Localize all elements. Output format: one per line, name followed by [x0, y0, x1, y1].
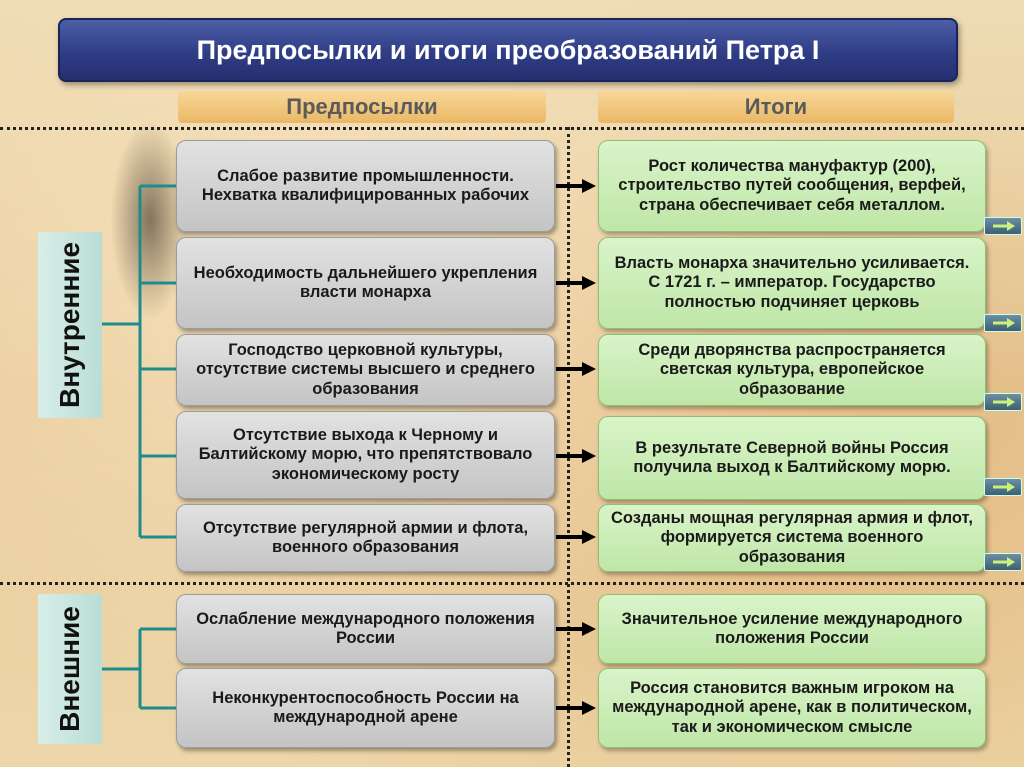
arrow-right-icon	[556, 362, 596, 376]
prerequisite-box: Слабое развитие промышленности. Нехватка…	[176, 140, 555, 232]
prerequisite-box: Неконкурентоспособность России на междун…	[176, 668, 555, 748]
nav-arrow-icon[interactable]	[984, 478, 1022, 496]
group-label-external: Внешние	[38, 594, 102, 744]
nav-arrow-icon[interactable]	[984, 553, 1022, 571]
arrow-right-icon	[556, 530, 596, 544]
nav-arrow-icon[interactable]	[984, 217, 1022, 235]
result-box: Россия становится важным игроком на межд…	[598, 668, 986, 748]
arrow-right-icon	[556, 276, 596, 290]
nav-arrow-icon[interactable]	[984, 393, 1022, 411]
prerequisite-box: Ослабление международного положения Росс…	[176, 594, 555, 664]
prerequisite-box: Необходимость дальнейшего укрепления вла…	[176, 237, 555, 329]
prerequisite-box: Господство церковной культуры, отсутстви…	[176, 334, 555, 406]
arrow-right-icon	[556, 179, 596, 193]
prerequisite-box: Отсутствие регулярной армии и флота, вое…	[176, 504, 555, 572]
top-divider	[0, 127, 1024, 130]
nav-arrow-icon[interactable]	[984, 314, 1022, 332]
arrow-right-icon	[556, 701, 596, 715]
prerequisite-box: Отсутствие выхода к Черному и Балтийском…	[176, 411, 555, 499]
result-box: Значительное усиление международного пол…	[598, 594, 986, 664]
group-label-internal-text: Внутренние	[54, 241, 86, 409]
arrow-right-icon	[556, 622, 596, 636]
result-box: Рост количества мануфактур (200), строит…	[598, 140, 986, 232]
group-label-internal: Внутренние	[38, 232, 102, 418]
result-box: Созданы мощная регулярная армия и флот, …	[598, 504, 986, 572]
result-box: Власть монарха значительно усиливается. …	[598, 237, 986, 329]
group-label-external-text: Внешние	[54, 606, 85, 732]
result-box: В результате Северной войны Россия получ…	[598, 416, 986, 500]
arrow-right-icon	[556, 449, 596, 463]
header-prerequisites: Предпосылки	[178, 91, 546, 123]
result-box: Среди дворянства распространяется светск…	[598, 334, 986, 406]
page-title: Предпосылки и итоги преобразований Петра…	[58, 18, 958, 82]
column-divider	[567, 127, 570, 767]
header-results: Итоги	[598, 91, 954, 123]
group-divider	[0, 582, 1024, 585]
